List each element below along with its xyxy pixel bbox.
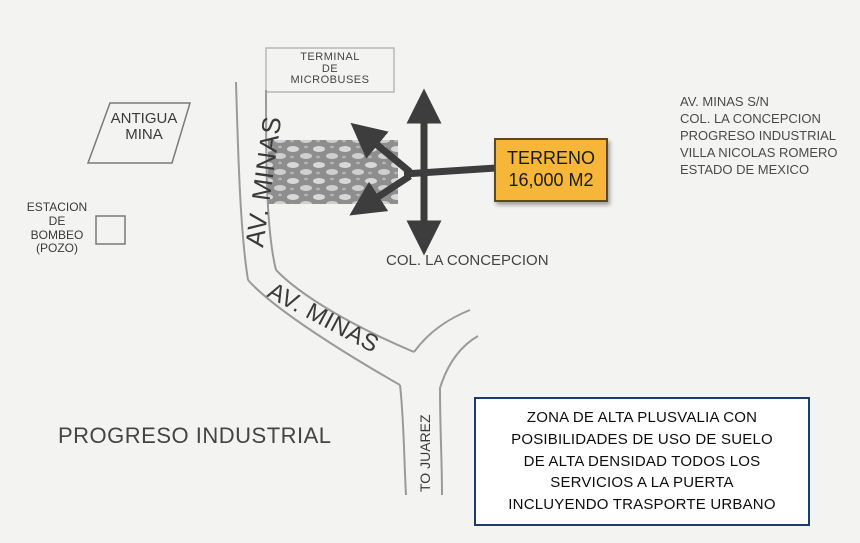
terminal-label-line: MICROBUSES (290, 74, 370, 87)
av-minas-road-edge-left (235, 81, 249, 281)
info-line: ZONA DE ALTA PLUSVALIA CON (526, 409, 758, 427)
progreso-industrial-label: PROGRESO INDUSTRIAL (58, 423, 332, 448)
antigua-mina-label-line: MINA (125, 125, 163, 143)
terreno-area: 16,000 M2 (508, 170, 594, 190)
terreno-title: TERRENO (506, 148, 595, 169)
info-box: ZONA DE ALTA PLUSVALIA CON POSIBILIDADES… (474, 397, 810, 526)
to-juarez-road-edge-left (399, 384, 407, 496)
address-line: VILLA NICOLAS ROMERO (680, 144, 838, 160)
av-minas-diagonal-label: AV. MINAS (263, 277, 383, 358)
estacion-label-line: ESTACION (26, 200, 88, 214)
col-concepcion-label: COL. LA CONCEPCION (386, 252, 549, 269)
av-minas-road-edge-right (265, 89, 277, 271)
info-line: INCLUYENDO TRASPORTE URBANO (508, 496, 776, 514)
estacion-label-line: (POZO) (36, 241, 78, 256)
antigua-mina-label-line: ANTIGUA (110, 110, 178, 127)
estacion-label-line: DE (48, 213, 66, 228)
estacion-square (95, 215, 126, 245)
av-minas-diagonal-edge-upper (275, 269, 415, 353)
address-block: AV. MINAS S/N COL. LA CONCEPCION PROGRES… (680, 94, 858, 178)
av-minas-diagonal-edge-lower (247, 279, 401, 386)
info-line: SERVICIOS A LA PUERTA (550, 474, 734, 492)
arrow-stem-to-terreno (403, 164, 497, 178)
branch-road-edge-upper (413, 309, 471, 353)
branch-road-edge-lower (439, 335, 479, 389)
antigua-mina-outline (86, 102, 192, 164)
to-juarez-road-edge-right (439, 387, 443, 496)
to-juarez-label: TO JUAREZ (417, 414, 433, 492)
address-line: AV. MINAS S/N (680, 94, 769, 109)
address-line: PROGRESO INDUSTRIAL (680, 127, 837, 143)
info-line: DE ALTA DENSIDAD TODOS LOS (523, 452, 761, 470)
terreno-box: TERRENO 16,000 M2 (494, 138, 608, 202)
info-line: POSIBILIDADES DE USO DE SUELO (511, 430, 773, 448)
arrow-upper-diagonal (350, 122, 413, 175)
terminal-label: TERMINAL DE MICROBUSES (266, 51, 394, 87)
terminal-label-line: DE (321, 62, 339, 75)
arrow-lower-diagonal (349, 173, 412, 216)
estacion-label-line: BOMBEO (30, 227, 84, 242)
address-line: COL. LA CONCEPCION (680, 110, 821, 126)
address-line: ESTADO DE MEXICO (680, 161, 810, 177)
terminal-outline (265, 47, 395, 93)
terminal-label-line: TERMINAL (300, 51, 360, 63)
antigua-mina-label: ANTIGUA MINA (98, 111, 190, 143)
estacion-label: ESTACION DE BOMBEO (POZO) (14, 200, 100, 256)
